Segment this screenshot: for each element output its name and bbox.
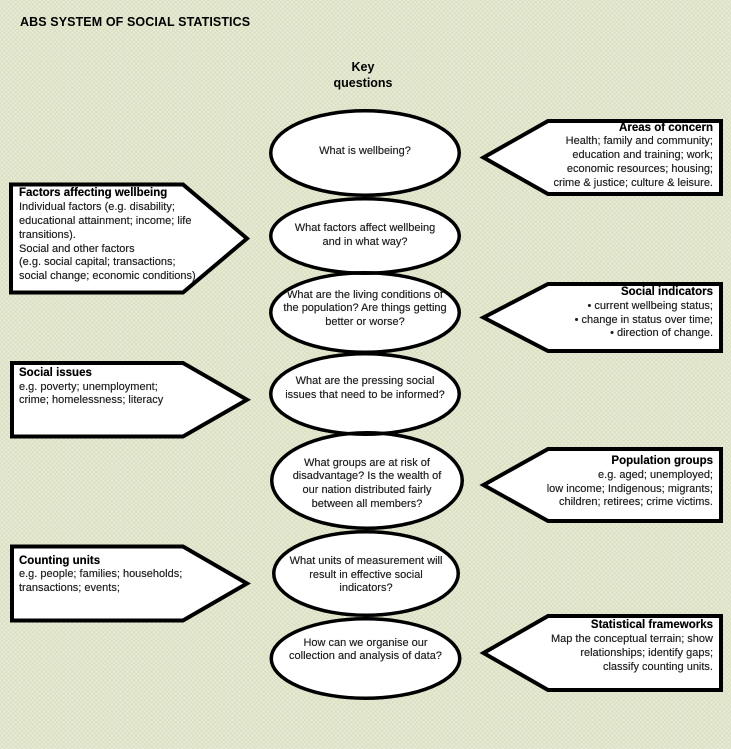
right-callout-4: Statistical frameworks Map the conceptua…	[551, 619, 713, 674]
shape-fills	[11, 110, 721, 699]
left-callout-1-body: Individual factors (e.g. disability; edu…	[19, 201, 196, 283]
right-callout-4-body: Map the conceptual terrain; show relatio…	[550, 633, 713, 673]
right-callout-shape-3-fill	[483, 449, 721, 521]
question-7-label: How can we organise our collection and a…	[289, 636, 442, 663]
question-5-label: What groups are at risk of disadvantage?…	[292, 456, 442, 510]
right-callout-1: Areas of concern Health; family and comm…	[553, 122, 713, 191]
right-callout-2-title: Social indicators	[620, 286, 713, 299]
question-ellipse-7-fill	[271, 618, 460, 699]
question-ellipse-2-fill	[270, 198, 460, 274]
right-callout-1-body: Health; family and community; education …	[553, 135, 713, 189]
right-callout-1-title: Areas of concern	[619, 121, 713, 134]
question-ellipse-1-fill	[270, 110, 460, 196]
right-callout-shape-3	[479, 447, 723, 523]
left-callout-2-title: Social issues	[19, 366, 92, 379]
right-callout-shape-4	[479, 614, 723, 692]
right-callout-3: Population groups e.g. aged; unemployed;…	[547, 455, 713, 510]
left-callout-shape-2	[10, 361, 252, 439]
question-4-label: What are the pressing social issues that…	[285, 375, 445, 402]
left-callout-shape-1	[9, 182, 251, 295]
right-callout-shape-1	[479, 119, 723, 196]
question-ellipse-4-fill	[270, 353, 460, 435]
column-header-key-questions: Key questions	[333, 60, 393, 91]
right-callout-shape-2-fill	[483, 284, 721, 351]
page-title: ABS SYSTEM OF SOCIAL STATISTICS	[20, 15, 251, 29]
shape-strokes	[9, 109, 723, 700]
left-callout-2: Social issues e.g. poverty; unemployment…	[19, 367, 163, 408]
question-1-label: What is wellbeing?	[319, 144, 411, 157]
left-callout-3-title: Counting units	[19, 554, 101, 567]
left-callout-1-title: Factors affecting wellbeing	[19, 187, 168, 200]
left-callout-1: Factors affecting wellbeing Individual f…	[19, 187, 196, 284]
question-ellipse-6-fill	[273, 531, 459, 616]
left-callout-shape-3-fill	[12, 546, 247, 621]
left-callout-shape-2-fill	[12, 363, 247, 437]
question-ellipse-5-fill	[271, 432, 463, 529]
question-ellipse-5	[270, 431, 464, 530]
question-2-label: What factors affect wellbeing and in wha…	[294, 222, 436, 248]
question-ellipse-7	[269, 617, 462, 700]
right-callout-2-body: • current wellbeing status; • change in …	[574, 299, 713, 340]
right-callout-3-body: e.g. aged; unemployed; low income; Indig…	[546, 468, 713, 509]
question-3-label: What are the living conditions of the po…	[283, 288, 447, 329]
question-ellipse-1	[269, 109, 461, 197]
right-callout-shape-1-fill	[483, 121, 721, 194]
right-callout-shape-4-fill	[483, 616, 721, 690]
right-callout-4-title: Statistical frameworks	[590, 619, 713, 632]
right-callout-3-title: Population groups	[611, 455, 713, 467]
left-callout-3-body: e.g. people; families; households; trans…	[19, 568, 183, 595]
question-6-label: What units of measurement will result in…	[289, 554, 443, 595]
left-callout-shape-3	[10, 544, 251, 623]
left-callout-3: Counting units e.g. people; families; ho…	[19, 555, 182, 596]
left-callout-shape-1-fill	[11, 184, 247, 293]
question-ellipse-3-fill	[270, 272, 460, 353]
left-callout-2-body: e.g. poverty; unemployment; crime; homel…	[19, 380, 164, 407]
right-callout-2: Social indicators • current wellbeing st…	[575, 286, 713, 341]
right-callout-shape-2	[479, 282, 723, 353]
question-ellipse-6	[272, 530, 460, 617]
